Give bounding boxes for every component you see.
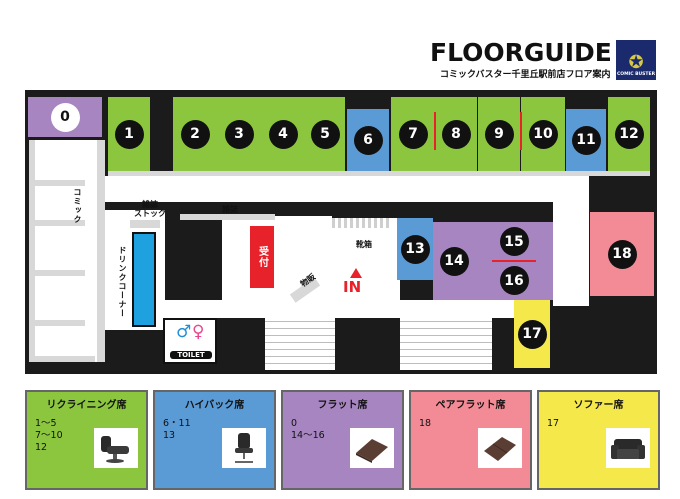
booth-number: 16 (499, 266, 529, 295)
booth-6[interactable]: 6 (347, 109, 389, 171)
booth-9[interactable]: 9 (478, 97, 520, 171)
booth-number: 4 (268, 119, 298, 149)
legend-booths: 1～5 7～10 12 (35, 418, 63, 453)
comic-shelf (35, 220, 85, 226)
comic-shelf-vertical (29, 140, 35, 362)
legend-booths: 17 (547, 418, 560, 429)
booth-8[interactable]: 8 (435, 97, 477, 171)
booth-number: 3 (224, 119, 254, 149)
comic-shelf (35, 320, 85, 326)
toilet-label: TOILET (170, 351, 212, 359)
right-corridor (553, 176, 589, 306)
reception-label: 受付 (256, 246, 268, 268)
legend-flat: フラット席 0 14～16 (281, 390, 404, 490)
booth-number: 1 (114, 119, 144, 149)
pair-flat-mat-icon (478, 428, 522, 468)
comic-shelf (35, 180, 85, 186)
booth-number: 5 (310, 119, 340, 149)
booth-17[interactable]: 17 (514, 300, 550, 368)
booth-number: 0 (50, 102, 80, 132)
legend-title: リクライニング席 (46, 400, 127, 411)
legend-recliner: リクライニング席 1～5 7～10 12 (25, 390, 148, 490)
booth-divider (434, 112, 436, 150)
comic-label: コミック (73, 188, 82, 224)
booth-12[interactable]: 12 (608, 97, 650, 171)
female-toilet-icon: ♀ (192, 322, 205, 342)
legend-title: ソファー席 (573, 400, 624, 411)
shoe-rack-label: 靴箱 (356, 240, 372, 249)
booth-10[interactable]: 10 (521, 97, 565, 171)
booth-11[interactable]: 11 (566, 109, 606, 171)
center-area (222, 216, 332, 316)
comic-shelf-vertical (97, 140, 105, 362)
entrance-arrow-icon (350, 268, 362, 278)
booth-15[interactable]: 15 (475, 222, 553, 261)
flat-mat-icon (350, 428, 394, 468)
booth-5[interactable]: 5 (305, 97, 345, 171)
reception-desk: 受付 (250, 226, 274, 288)
comic-area (35, 140, 105, 362)
drink-corner (132, 232, 156, 327)
booth-step (108, 171, 650, 176)
booth-number: 15 (499, 227, 529, 256)
booth-number: 9 (484, 119, 514, 149)
legend-booths: 0 14～16 (291, 418, 325, 441)
booth-number: 13 (400, 234, 430, 264)
booth-number: 11 (571, 125, 601, 155)
booth-14[interactable]: 14 (433, 222, 475, 300)
booth-divider (492, 260, 536, 262)
booth-number: 2 (180, 119, 210, 149)
booth-13[interactable]: 13 (397, 218, 433, 280)
booth-number: 10 (528, 119, 558, 149)
comic-buster-logo: ✪ COMIC BUSTER (616, 40, 656, 80)
legend-booths: 6・11 13 (163, 418, 191, 441)
page-subtitle: コミックバスター千里丘駅前店フロア案内 (440, 70, 611, 80)
entrance-label: IN (343, 278, 362, 296)
entrance-area (332, 218, 400, 318)
legend-booths: 18 (419, 418, 432, 429)
booth-number: 14 (439, 246, 469, 276)
booth-divider (520, 112, 522, 150)
sofa-icon (606, 428, 650, 468)
magazine-shelf (130, 220, 160, 228)
legend-sofa: ソファー席 17 (537, 390, 660, 490)
recliner-chair-icon (94, 428, 138, 468)
legend-title: ペアフラット席 (435, 400, 506, 411)
booth-1[interactable]: 1 (108, 97, 150, 171)
office-chair-icon (222, 428, 266, 468)
page-title: FLOORGUIDE (430, 38, 612, 67)
booth-2[interactable]: 2 (173, 97, 217, 171)
male-toilet-icon: ♂ (176, 322, 192, 342)
booth-7[interactable]: 7 (391, 97, 435, 171)
logo-text: COMIC BUSTER (616, 72, 656, 77)
magazine-label: 雑誌 (222, 205, 238, 214)
booth-number: 12 (614, 119, 644, 149)
shoe-rack (332, 218, 392, 228)
booth-number: 6 (353, 125, 383, 155)
booth-number: 17 (517, 319, 547, 349)
floor-corridor (35, 176, 580, 202)
booth-0[interactable]: 0 (28, 97, 102, 137)
magazine-stock-label: 雑誌 ストック (134, 200, 166, 218)
booth-number: 7 (398, 119, 428, 149)
drink-corner-label: ドリンクコーナー (118, 246, 127, 318)
booth-3[interactable]: 3 (217, 97, 261, 171)
legend-highback: ハイバック席 6・11 13 (153, 390, 276, 490)
booth-18[interactable]: 18 (590, 212, 654, 296)
legend-title: ハイバック席 (184, 400, 245, 411)
booth-number: 18 (607, 239, 637, 269)
logo-emblem-icon: ✪ (628, 52, 644, 73)
comic-shelf (35, 356, 95, 362)
booth-4[interactable]: 4 (261, 97, 305, 171)
legend-title: フラット席 (317, 400, 368, 411)
legend-pairflat: ペアフラット席 18 (409, 390, 532, 490)
staircase (265, 318, 335, 370)
comic-shelf (35, 270, 85, 276)
magazine-rack (180, 214, 275, 220)
booth-16[interactable]: 16 (475, 261, 553, 300)
booth-number: 8 (441, 119, 471, 149)
staircase (400, 318, 492, 370)
